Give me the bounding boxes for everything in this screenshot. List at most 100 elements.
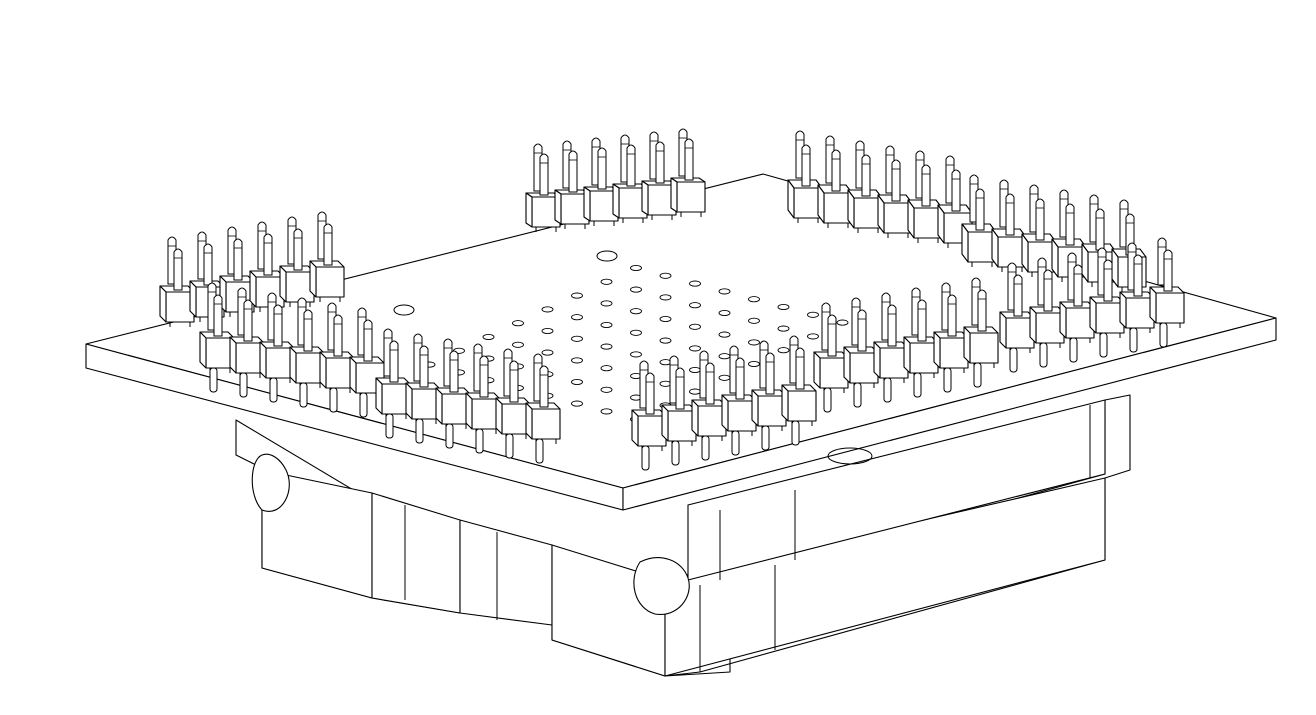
housing-side [375,377,383,415]
housing-side [751,389,759,427]
housing-side [1051,238,1059,278]
pin-tail [913,372,922,398]
pin [539,153,549,196]
housing-side [907,199,915,239]
header-right-upper [961,174,1147,292]
housing-side [309,260,317,298]
pin [675,367,685,410]
housing-side [495,397,503,435]
pin-tail [1069,337,1078,363]
pin-tail [731,430,740,456]
header-front-left [375,328,561,464]
housing-front [676,181,706,213]
solder-pad [512,341,524,348]
pin [323,223,333,266]
pin-tail [359,392,368,418]
pin [389,340,399,383]
pin-tail [415,418,424,444]
pin [921,164,931,207]
housing-front [787,390,817,422]
pin-tail [853,382,862,408]
pin [977,289,987,332]
housing-side [405,382,413,420]
solder-pad [630,329,642,336]
housing-side [787,179,795,219]
solder-pad [571,378,583,386]
solder-pad [659,315,672,323]
pin-tail [823,387,832,413]
pin [795,347,805,390]
solder-pad [718,374,731,381]
housing-side [435,387,443,425]
housing-side [612,183,620,219]
pin [735,357,745,400]
pin-tail [1039,342,1048,368]
pin-tail [973,362,982,388]
solder-pad [600,321,613,329]
pin [233,238,243,281]
housing-side [999,311,1007,349]
pin [1013,274,1023,317]
solder-pad [659,272,672,279]
solder-pad [541,306,554,313]
pin-tail [505,433,514,459]
pin-tail [671,440,680,466]
base-center-recess [459,519,553,626]
housing-side [963,326,971,364]
pin-tail [445,423,454,449]
pin [303,309,313,352]
pin [449,350,459,393]
pin [509,360,519,403]
solder-pad [571,292,583,299]
solder-pad [571,400,583,407]
pin-tail [1099,332,1108,358]
housing-side [1089,296,1097,334]
housing-side [525,192,533,228]
pin [213,294,223,337]
pin [568,150,578,193]
housing-side [661,404,669,442]
pin-tail [1129,327,1138,353]
housing-side [877,194,885,234]
solder-pad [659,294,672,301]
housing-side [1059,301,1067,339]
housing-front [1155,292,1185,324]
pin [273,304,283,347]
housing-side [781,384,789,422]
pin [1103,259,1113,302]
housing-side [903,336,911,374]
pin [827,314,837,357]
solder-pad [689,323,701,330]
solder-pad [689,302,701,309]
housing-side [961,223,969,263]
housing-side [259,341,267,379]
housing-side [525,402,533,440]
header-right-lower [999,237,1185,373]
housing-side [691,399,699,437]
solder-pad [571,335,583,342]
solder-pad [777,347,790,354]
pin-tail [761,425,770,451]
housing-side [229,336,237,374]
solder-pad [689,366,701,374]
pin [203,243,213,286]
solder-pad [748,317,760,324]
pin [479,355,489,398]
pin-tail [943,367,952,393]
pad-grid [423,264,849,423]
base-left-recess [371,492,461,614]
board-right-edge [622,317,1277,511]
solder-pad [600,386,613,393]
housing-front [531,408,561,440]
solder-pad [630,351,642,358]
housing-side [349,356,357,394]
housing-side [554,189,562,225]
pin [1035,198,1045,241]
pin [1163,249,1173,292]
housing-side [641,180,649,216]
housing-side [1119,291,1127,329]
pin [765,352,775,395]
pin [1133,254,1143,297]
